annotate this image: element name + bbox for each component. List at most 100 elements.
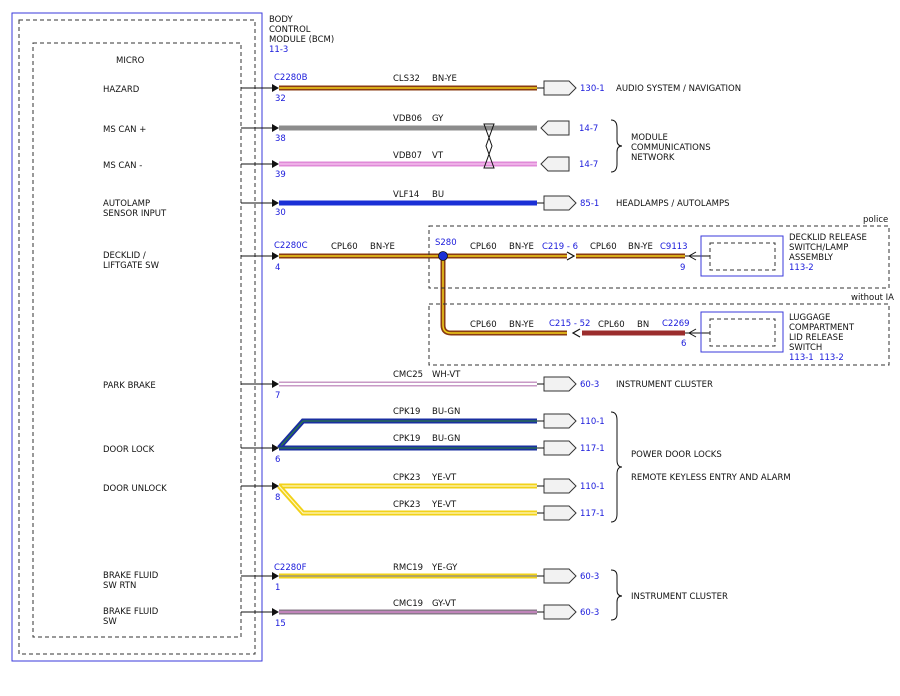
dest-headlamps: HEADLAMPS / AUTOLAMPS — [616, 199, 730, 209]
decklid-device-2: SWITCH/LAMP — [789, 243, 848, 253]
wire-color-cpk23-b: YE-VT — [431, 500, 457, 510]
wire-color-cmc25: WH-VT — [432, 370, 461, 380]
decklid-switch-outline — [700, 235, 784, 277]
internal-leads — [241, 87, 272, 613]
wia-lead-arrow — [687, 328, 697, 338]
pin-brake-rtn-label-2: SW RTN — [103, 581, 136, 591]
decklid-device-1: DECKLID RELEASE — [789, 233, 867, 243]
ref-60-3-a: 60-3 — [580, 380, 599, 390]
wire-color-vdb07: VT — [432, 151, 444, 161]
pin-num-15: 15 — [275, 619, 286, 629]
luggage-switch-inner — [709, 318, 776, 347]
dest-audio: AUDIO SYSTEM / NAVIGATION — [616, 84, 741, 94]
pin-autolamp-label-2: SENSOR INPUT — [103, 209, 167, 219]
network-label-2: COMMUNICATIONS — [631, 143, 711, 153]
module-name-2: CONTROL — [269, 25, 311, 35]
wia-wire1-circuit: CPL60 — [470, 320, 497, 330]
pin-num-8: 8 — [275, 493, 280, 503]
connector-c219: C219 - 6 — [542, 242, 578, 252]
wire-color-cpl60: BN-YE — [370, 242, 395, 252]
pin-door-unlock-label: DOOR UNLOCK — [103, 484, 167, 494]
wire-label-cpk19-b: CPK19 — [393, 434, 420, 444]
luggage-device-3: LID RELEASE — [789, 333, 843, 343]
connector-c2280c: C2280C — [274, 241, 308, 251]
pin-num-6-wia: 6 — [681, 339, 686, 349]
wire-color-cpk19-a: BU-GN — [432, 407, 460, 417]
pin-num-7: 7 — [275, 391, 280, 401]
module-ref: 11-3 — [269, 45, 288, 55]
wire-label-vlf14: VLF14 — [393, 190, 419, 200]
wire-color-cls32: BN-YE — [432, 74, 457, 84]
group-braces — [610, 119, 623, 621]
module-name-1: BODY — [269, 15, 293, 25]
pin-brake-rtn-label-1: BRAKE FLUID — [103, 571, 159, 581]
wire-label-vdb06: VDB06 — [393, 114, 422, 124]
wia-wire2-circuit: CPL60 — [598, 320, 625, 330]
connector-c215: C215 - 52 — [549, 319, 590, 329]
wire-label-cmc25: CMC25 — [393, 370, 423, 380]
pin-mscan-minus-label: MS CAN - — [103, 161, 142, 171]
wire-label-rmc19: RMC19 — [393, 563, 423, 573]
network-label-3: NETWORK — [631, 153, 675, 163]
pin-num-4: 4 — [275, 263, 280, 273]
wire-cpk23-b — [277, 484, 537, 516]
wire-color-cpk19-b: BU-GN — [432, 434, 460, 444]
pin-num-38: 38 — [275, 134, 286, 144]
luggage-switch-outline — [700, 311, 784, 353]
destination-markers — [540, 80, 577, 620]
police-lead-arrow — [687, 251, 697, 261]
pin-brake-sw-label-1: BRAKE FLUID — [103, 607, 159, 617]
pin-mscan-plus-label: MS CAN + — [103, 125, 146, 135]
connector-c2280b: C2280B — [274, 73, 308, 83]
wire-cpk19-a — [277, 418, 537, 450]
police-wire1-circuit: CPL60 — [470, 242, 497, 252]
pin-hazard-label: HAZARD — [103, 85, 140, 95]
splice-s280 — [438, 251, 448, 261]
pin-door-lock-label: DOOR LOCK — [103, 445, 155, 455]
connector-c9113: C9113 — [660, 242, 688, 252]
ref-60-3-c: 60-3 — [580, 608, 599, 618]
wire-color-cmc19: GY-VT — [432, 599, 457, 609]
ref-14-7-b: 14-7 — [579, 160, 598, 170]
wire-label-vdb07: VDB07 — [393, 151, 422, 161]
ref-130-1: 130-1 — [580, 84, 605, 94]
bcm-inner-outline — [18, 19, 256, 655]
connector-c2280f: C2280F — [274, 563, 307, 573]
wire-label-cmc19: CMC19 — [393, 599, 423, 609]
connector-c2269: C2269 — [662, 319, 690, 329]
decklid-device-3: ASSEMBLY — [789, 253, 834, 263]
ref-110-1-a: 110-1 — [580, 417, 605, 427]
ref-117-1-a: 117-1 — [580, 444, 605, 454]
luggage-device-ref: 113-1 113-2 — [789, 353, 844, 363]
wia-wire1-color: BN-YE — [509, 320, 534, 330]
police-wire1-color: BN-YE — [509, 242, 534, 252]
cluster-group-label: INSTRUMENT CLUSTER — [631, 592, 728, 602]
police-wire2-circuit: CPL60 — [590, 242, 617, 252]
connector-c219-arrow — [566, 251, 576, 261]
wire-label-cpl60: CPL60 — [331, 242, 358, 252]
wire-color-rmc19: YE-GY — [431, 563, 458, 573]
ref-60-3-b: 60-3 — [580, 572, 599, 582]
wire-color-vdb06: GY — [432, 114, 444, 124]
bcm-outline — [11, 12, 263, 662]
pin-brake-sw-label-2: SW — [103, 617, 117, 627]
pin-decklid-label-1: DECKLID / — [103, 251, 146, 261]
wire-color-vlf14: BU — [432, 190, 444, 200]
wire-label-cls32: CLS32 — [393, 74, 420, 84]
decklid-device-ref: 113-2 — [789, 263, 814, 273]
door-group-label-2: REMOTE KEYLESS ENTRY AND ALARM — [631, 473, 791, 483]
luggage-device-4: SWITCH — [789, 343, 822, 353]
without-ia-option-box — [428, 303, 890, 366]
pin-num-9: 9 — [680, 263, 685, 273]
splice-s280-label: S280 — [435, 238, 457, 248]
connector-c215-arrow — [571, 328, 581, 338]
door-group-label-1: POWER DOOR LOCKS — [631, 450, 722, 460]
micro-outline — [32, 42, 242, 638]
police-label: police — [863, 215, 888, 225]
ref-117-1-b: 117-1 — [580, 509, 605, 519]
pin-decklid-label-2: LIFTGATE SW — [103, 261, 160, 271]
without-ia-label: without IA — [851, 293, 894, 303]
wia-wire2-color: BN — [637, 320, 649, 330]
ref-14-7-a: 14-7 — [579, 124, 598, 134]
